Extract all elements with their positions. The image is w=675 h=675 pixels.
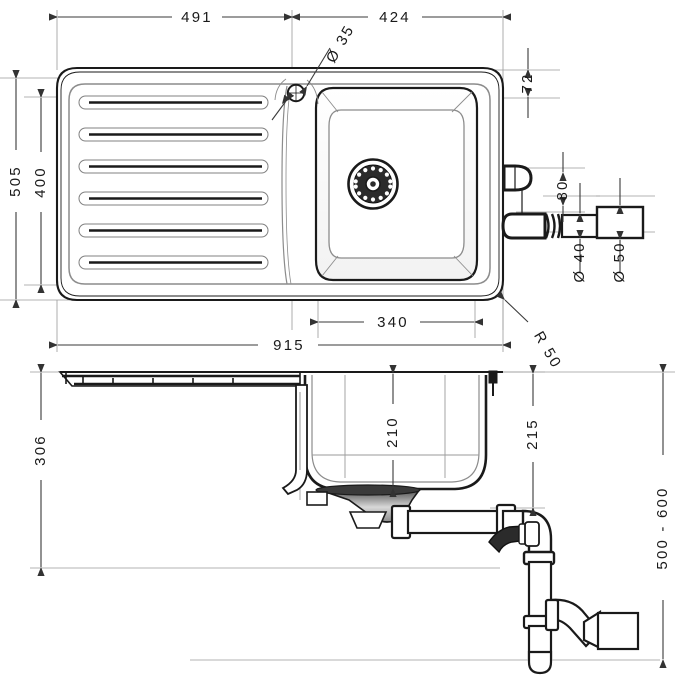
dim-label-505: 505	[7, 165, 24, 197]
drainboard-grooves	[78, 95, 269, 270]
dim-label-424: 424	[379, 9, 411, 26]
bottle-trap-outlet	[544, 598, 640, 651]
drainboard-bowl-divider	[281, 85, 288, 285]
waste-strainer	[347, 158, 399, 210]
dim-label-r50: R 50	[530, 328, 565, 372]
side-view-dimensions	[37, 364, 667, 668]
dim-label-491: 491	[181, 9, 213, 26]
dim-label-80: 80	[554, 179, 571, 200]
dim-label-72: 72	[519, 72, 536, 93]
dim-label-400: 400	[32, 166, 49, 198]
top-view-dimensions	[12, 13, 624, 349]
side-view	[30, 370, 675, 675]
tap-hole	[286, 83, 306, 103]
dim-label-500-600: 500 - 600	[654, 486, 671, 569]
drainboard	[71, 85, 292, 285]
strainer-holes	[353, 166, 393, 202]
leader-dia35	[271, 47, 331, 121]
dim-label-215: 215	[524, 418, 541, 450]
sink-bowl-plan	[314, 86, 479, 282]
drainboard-profile	[58, 371, 503, 387]
dim-label-915: 915	[273, 337, 305, 354]
sink-ledge-boundary	[68, 83, 491, 285]
leader-r50	[496, 291, 529, 323]
appliance-connection-nozzle	[488, 521, 540, 554]
dim-label-210: 210	[384, 416, 401, 448]
dim-label-dia35: Ø 35	[323, 22, 358, 66]
bowl-section	[303, 370, 498, 491]
waste-fitting-plan	[501, 164, 645, 240]
dim-label-340: 340	[377, 314, 409, 331]
overflow-arc	[274, 78, 319, 105]
dim-label-306: 306	[32, 434, 49, 466]
sink-rim-inner-line	[60, 71, 500, 297]
overflow-channel	[281, 384, 308, 496]
dim-label-dia50: Ø 50	[611, 241, 628, 282]
dim-label-dia40: Ø 40	[571, 241, 588, 282]
bowl-inner-profile	[311, 375, 480, 483]
